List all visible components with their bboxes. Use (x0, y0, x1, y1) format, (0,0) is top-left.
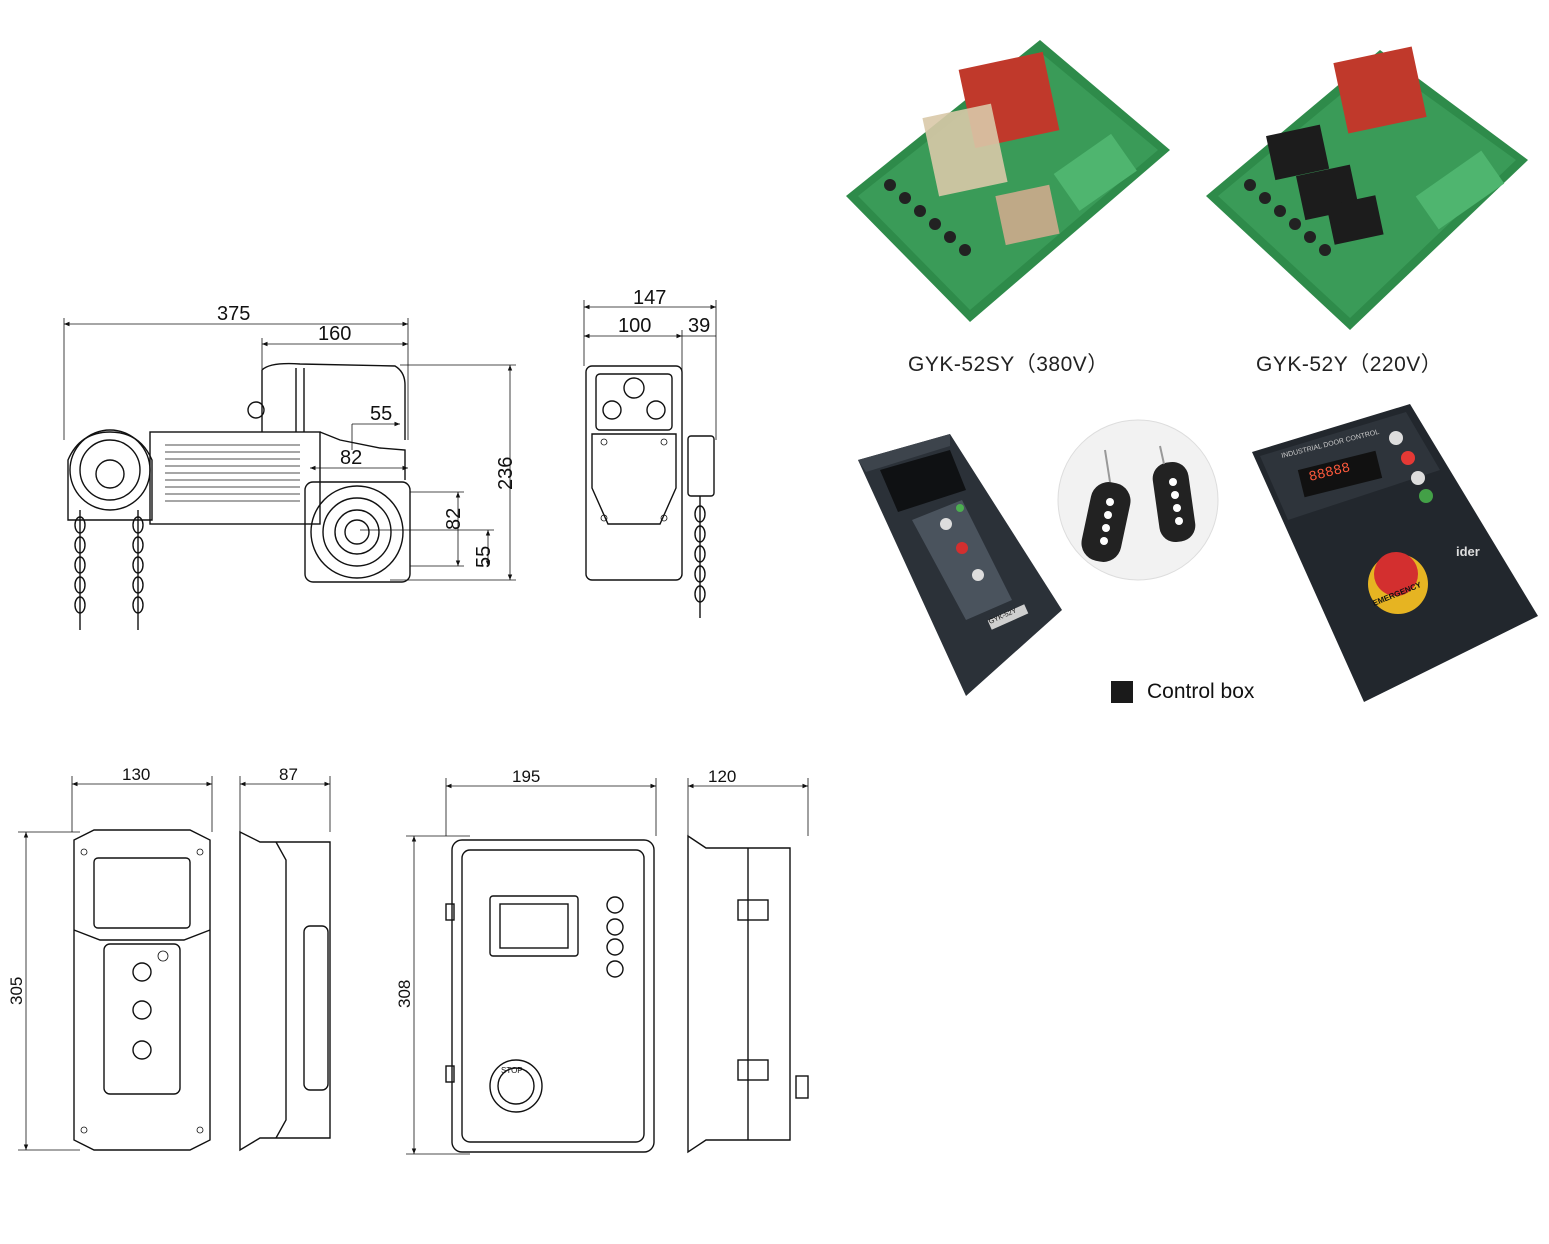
chain-right (132, 510, 144, 630)
control-box-large-photo: 88888 INDUSTRIAL DOOR CONTROL EMERGENCY … (1252, 404, 1538, 702)
chain-left (74, 510, 86, 630)
pcb-board-gyk-52sy (846, 40, 1170, 322)
large-box-brand: ider (1456, 544, 1480, 559)
motor-front-view: 375 160 55 82 236 82 55 (63, 303, 517, 630)
large-box-side-view: 120 (687, 767, 809, 1154)
small-box-front-view: 130 305 (7, 765, 213, 1151)
dim-shaft-height: 55 (473, 546, 495, 568)
dim-large-width: 195 (512, 767, 540, 786)
motor-fins (165, 444, 300, 502)
control-box-small-photo: GYK-52Y (858, 434, 1062, 696)
dim-overall-length: 375 (217, 303, 250, 325)
dim-flange-width: 82 (340, 447, 362, 469)
dim-small-width: 130 (122, 765, 150, 784)
large-box-front-view: 195 308 STOP (395, 767, 657, 1155)
legend-square-icon (1111, 681, 1133, 703)
pcb-board-gyk-52y (1206, 46, 1528, 330)
dim-chain-offset: 39 (688, 315, 710, 337)
dim-top-offset: 55 (370, 403, 392, 425)
dim-flange-height: 82 (443, 508, 465, 530)
caption-board-b: GYK-52Y（220V） (1256, 353, 1443, 376)
small-box-side-view: 87 (239, 765, 331, 1152)
control-box-legend: Control box (1111, 680, 1254, 704)
dim-large-depth: 120 (708, 767, 736, 786)
motor-side-view: 147 100 39 (583, 287, 717, 618)
remote-controls-photo (1057, 419, 1219, 581)
dim-small-depth: 87 (279, 765, 298, 784)
dim-overall-width: 147 (633, 287, 666, 309)
dim-housing-length: 160 (318, 323, 351, 345)
dim-body-width: 100 (618, 315, 651, 337)
caption-board-a: GYK-52SY（380V） (908, 353, 1109, 376)
legend-label: Control box (1147, 680, 1255, 703)
dim-height: 236 (495, 457, 517, 490)
dim-small-height: 305 (7, 977, 26, 1005)
dim-large-height: 308 (395, 980, 414, 1008)
stop-label: STOP (501, 1066, 523, 1075)
